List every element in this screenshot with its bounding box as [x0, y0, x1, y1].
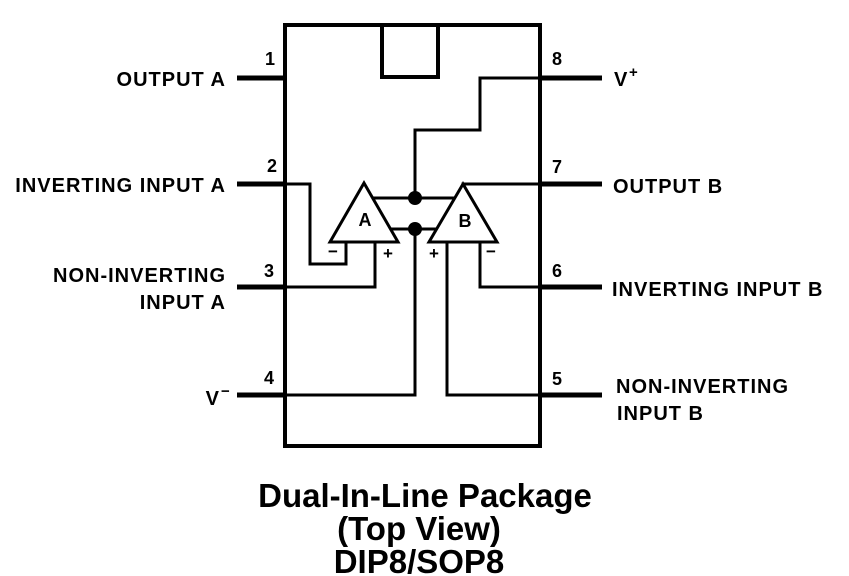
pin-5-label-line-1: NON-INVERTING [616, 376, 789, 398]
pin-3-number: 3 [264, 261, 274, 281]
pin-5-label-line-2: INPUT B [617, 403, 704, 425]
junction-dot-v-minus [408, 222, 422, 236]
package-body [283, 23, 542, 448]
op-amp-b-inverting-sign: − [486, 242, 496, 261]
pin-8-label-superscript: + [629, 64, 638, 81]
op-amp-a: A − + [327, 179, 401, 263]
wire-noninverting-input-a [283, 240, 377, 289]
wire-v-minus [283, 227, 417, 397]
pin-7-number: 7 [552, 157, 562, 177]
caption-line-package-code: DIP8/SOP8 [334, 543, 505, 576]
pin-6-label: INVERTING INPUT B [612, 279, 823, 301]
pin-1-label: OUTPUT A [117, 69, 226, 91]
pin-4-number: 4 [264, 368, 274, 388]
pin-1-number: 1 [265, 49, 275, 69]
pin-3-label-line-1: NON-INVERTING [53, 265, 226, 287]
caption-line-package: Dual-In-Line Package [258, 477, 592, 514]
pin-4-label: V [206, 388, 220, 410]
op-amp-a-label: A [359, 210, 372, 230]
pin-2-number: 2 [267, 156, 277, 176]
wire-inverting-input-b [478, 240, 542, 289]
pin-6-number: 6 [552, 261, 562, 281]
caption-line-view: (Top View) [337, 510, 501, 547]
pin-3-label-line-2: INPUT A [140, 292, 226, 314]
op-amp-b-triangle-icon [426, 181, 500, 244]
op-amp-a-noninverting-sign: + [383, 244, 393, 263]
op-amp-b: B + − [426, 181, 500, 263]
op-amp-b-label: B [459, 211, 472, 231]
op-amp-a-triangle-icon [327, 179, 401, 244]
wire-inverting-input-a [283, 182, 348, 266]
op-amp-a-inverting-sign: − [328, 242, 338, 261]
pin-8-label: V [614, 69, 628, 91]
orientation-notch [380, 23, 440, 79]
pin-5-number: 5 [552, 369, 562, 389]
pin-2-label: INVERTING INPUT A [15, 175, 226, 197]
wire-noninverting-input-b [445, 240, 542, 397]
pin-7-label: OUTPUT B [613, 176, 723, 198]
pin-8-number: 8 [552, 49, 562, 69]
pin-4-label-superscript: − [221, 383, 230, 400]
junction-dot-v-plus [408, 191, 422, 205]
wire-v-plus [413, 76, 542, 200]
op-amp-b-noninverting-sign: + [429, 244, 439, 263]
